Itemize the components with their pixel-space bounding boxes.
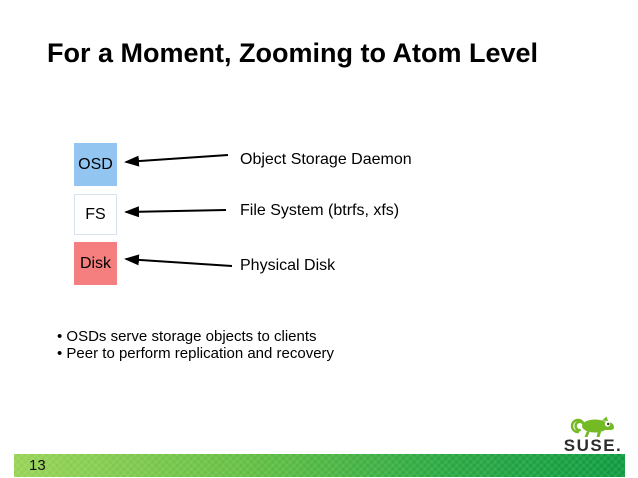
diagram-box-disk: Disk — [74, 242, 117, 285]
diagram-box-osd: OSD — [74, 143, 117, 186]
diagram-box-fs: FS — [74, 194, 117, 235]
arrow-to-fs-icon — [124, 206, 227, 218]
box-description-disk: Physical Disk — [240, 257, 336, 274]
chameleon-icon — [570, 416, 614, 437]
bullet-item: OSDs serve storage objects to clients — [57, 328, 334, 345]
suse-logo: SUSE. — [561, 415, 625, 454]
box-description-fs: File System (btrfs, xfs) — [240, 202, 400, 219]
bullet-list: OSDs serve storage objects to clients Pe… — [57, 328, 334, 362]
bullet-item: Peer to perform replication and recovery — [57, 345, 334, 362]
box-description-osd: Object Storage Daemon — [240, 151, 412, 168]
arrow-to-osd-icon — [124, 154, 229, 167]
diagram-box-osd-label: OSD — [78, 155, 113, 173]
page-number: 13 — [29, 457, 46, 474]
arrow-to-disk-icon — [124, 254, 233, 267]
diagram-box-disk-label: Disk — [79, 254, 112, 272]
slide-title: For a Moment, Zooming to Atom Level — [47, 38, 538, 68]
footer-bar: 13 — [14, 454, 625, 477]
diagram-box-fs-label: FS — [85, 205, 106, 223]
suse-wordmark: SUSE. — [563, 436, 623, 455]
